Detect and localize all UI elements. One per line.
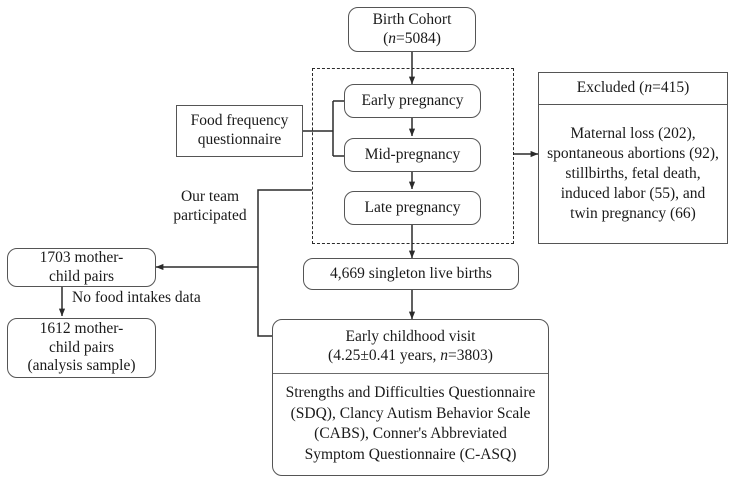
node-mother-child-pairs-1612-label: 1612 mother- child pairs (analysis sampl… <box>27 319 136 375</box>
node-food-frequency-questionnaire[interactable]: Food frequency questionnaire <box>176 105 303 157</box>
node-early-childhood-visit[interactable]: Early childhood visit(4.25±0.41 years, n… <box>272 319 549 476</box>
node-early-childhood-visit-header: Early childhood visit(4.25±0.41 years, n… <box>273 320 548 374</box>
node-mother-child-pairs-1703-label: 1703 mother- child pairs <box>39 248 124 285</box>
node-excluded-body: Maternal loss (202), spontaneous abortio… <box>547 124 719 223</box>
node-late-pregnancy[interactable]: Late pregnancy <box>344 191 481 225</box>
node-singleton-live-births-label: 4,669 singleton live births <box>330 264 492 282</box>
pregnancy-stage-group-region <box>312 68 514 244</box>
node-food-frequency-questionnaire-label: Food frequency questionnaire <box>190 112 289 148</box>
node-mid-pregnancy[interactable]: Mid-pregnancy <box>344 138 481 172</box>
node-mother-child-pairs-1703[interactable]: 1703 mother- child pairs <box>7 248 156 287</box>
node-mid-pregnancy-label: Mid-pregnancy <box>364 145 461 163</box>
node-excluded[interactable]: Excluded (n=415) Maternal loss (202), sp… <box>538 72 728 244</box>
node-excluded-header: Excluded (n=415) <box>539 73 727 105</box>
node-singleton-live-births[interactable]: 4,669 singleton live births <box>303 258 519 290</box>
node-mother-child-pairs-1612[interactable]: 1612 mother- child pairs (analysis sampl… <box>7 318 156 378</box>
node-early-pregnancy-label: Early pregnancy <box>361 91 464 109</box>
node-early-childhood-visit-body: Strengths and Difficulties Questionnaire… <box>285 384 536 463</box>
node-birth-cohort-label: Birth Cohort(n=5084) <box>372 10 452 47</box>
node-birth-cohort[interactable]: Birth Cohort(n=5084) <box>348 7 476 52</box>
edge-label-no-food-intakes-data: No food intakes data <box>72 289 201 306</box>
edge-label-our-team-participated: Our team participated <box>173 188 247 224</box>
node-late-pregnancy-label: Late pregnancy <box>364 198 461 216</box>
node-early-pregnancy[interactable]: Early pregnancy <box>344 84 481 118</box>
